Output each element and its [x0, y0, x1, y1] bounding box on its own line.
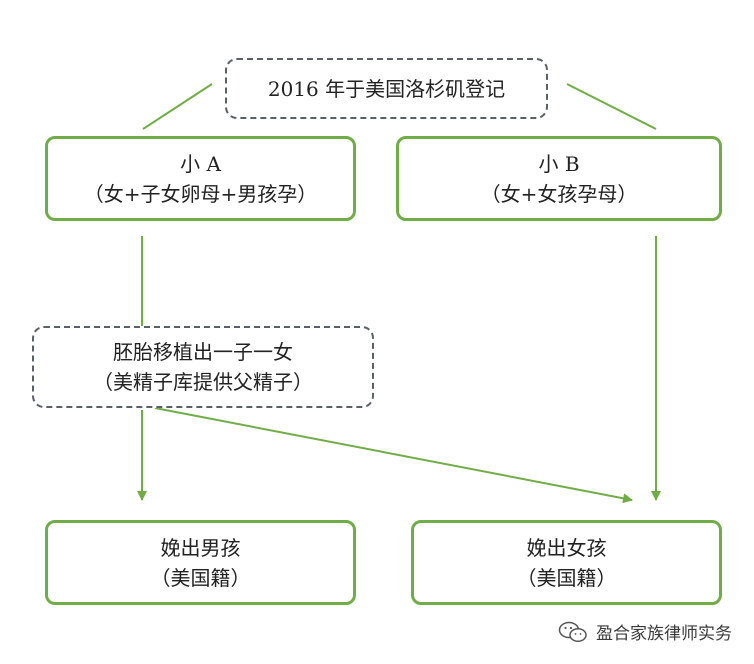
- node-a: 小 A （女+子女卵母+男孩孕）: [45, 136, 356, 221]
- connector-registration-to-a: [142, 83, 213, 130]
- watermark-text: 盈合家族律师实务: [596, 624, 732, 644]
- wechat-icon: [558, 621, 587, 642]
- watermark: 盈合家族律师实务: [558, 619, 732, 644]
- node-girl: 娩出女孩 （美国籍）: [411, 520, 722, 605]
- node-a-subtitle: （女+子女卵母+男孩孕）: [83, 181, 318, 206]
- node-girl-subtitle: （美国籍）: [516, 565, 617, 590]
- connector-registration-to-b: [566, 83, 657, 130]
- node-b-title: 小 B: [538, 151, 580, 176]
- registration-text: 2016 年于美国洛杉矶登记: [267, 76, 506, 101]
- embryo-subtitle: （美精子库提供父精子）: [93, 370, 313, 394]
- embryo-box: 胚胎移植出一子一女 （美精子库提供父精子）: [32, 326, 374, 408]
- node-b-subtitle: （女+女孩孕母）: [480, 181, 638, 206]
- node-a-title: 小 A: [180, 151, 221, 176]
- node-boy-subtitle: （美国籍）: [150, 565, 251, 590]
- node-girl-title: 娩出女孩: [526, 535, 607, 560]
- registration-box: 2016 年于美国洛杉矶登记: [225, 58, 548, 119]
- node-boy: 娩出男孩 （美国籍）: [45, 520, 356, 605]
- node-boy-title: 娩出男孩: [160, 535, 241, 560]
- node-b: 小 B （女+女孩孕母）: [396, 136, 722, 221]
- arrow-embryo-to-girl: [154, 407, 633, 504]
- embryo-title: 胚胎移植出一子一女: [113, 340, 293, 364]
